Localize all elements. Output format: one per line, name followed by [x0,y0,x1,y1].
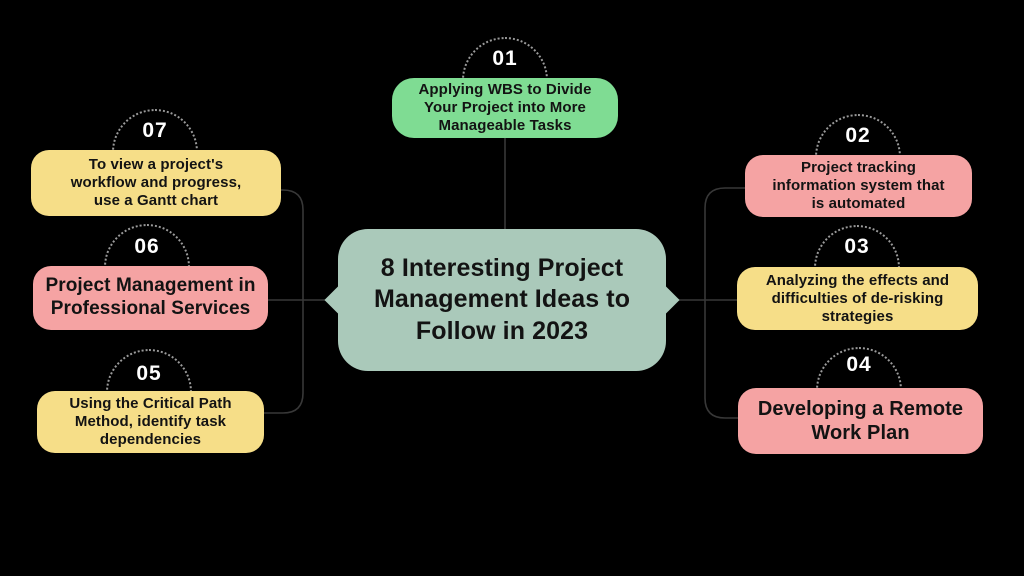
node-box-07: To view a project's workflow and progres… [31,150,281,216]
node-number-07: 07 [142,119,168,142]
node-number-04: 04 [846,353,872,376]
connector-left-07 [280,189,304,300]
node-box-02: Project tracking information system that… [745,155,972,217]
central-topic: 8 Interesting Project Management Ideas t… [324,229,680,371]
node-box-04: Developing a Remote Work Plan [738,388,983,454]
central-topic-title: 8 Interesting Project Management Ideas t… [338,229,666,371]
node-box-01: Applying WBS to Divide Your Project into… [392,78,618,138]
node-number-01: 01 [492,47,518,70]
node-number-03: 03 [844,235,870,258]
node-box-05: Using the Critical Path Method, identify… [37,391,264,453]
connector-right-04 [704,300,739,419]
node-number-02: 02 [845,124,871,147]
node-number-05: 05 [136,362,162,385]
node-box-03: Analyzing the effects and difficulties o… [737,267,978,330]
connector-left-05 [263,300,304,414]
node-box-06: Project Management in Professional Servi… [33,266,268,330]
connector-right-02 [704,187,746,300]
node-number-06: 06 [134,235,160,258]
